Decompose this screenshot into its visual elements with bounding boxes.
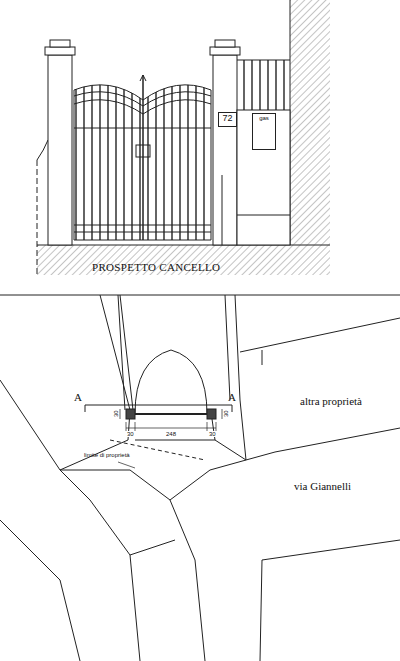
street-name: via Giannelli xyxy=(294,481,351,492)
section-mark: A xyxy=(228,392,236,403)
area-label: altra proprietà xyxy=(300,396,362,407)
dimension: 30 xyxy=(208,431,217,437)
property-limit-note: limite di proprietà xyxy=(84,452,130,458)
gas-meter-box: gas xyxy=(252,113,276,150)
node-text: gas xyxy=(255,115,273,121)
node-text: 72 xyxy=(221,114,234,123)
house-number: 72 xyxy=(218,112,237,127)
dimension: 30 xyxy=(126,431,135,437)
drawing-title: PROSPETTO CANCELLO xyxy=(92,262,220,273)
section-mark: A xyxy=(74,392,82,403)
dimension: 30 xyxy=(223,409,229,418)
dimension: 30 xyxy=(113,409,119,418)
dimension: 248 xyxy=(165,431,177,437)
